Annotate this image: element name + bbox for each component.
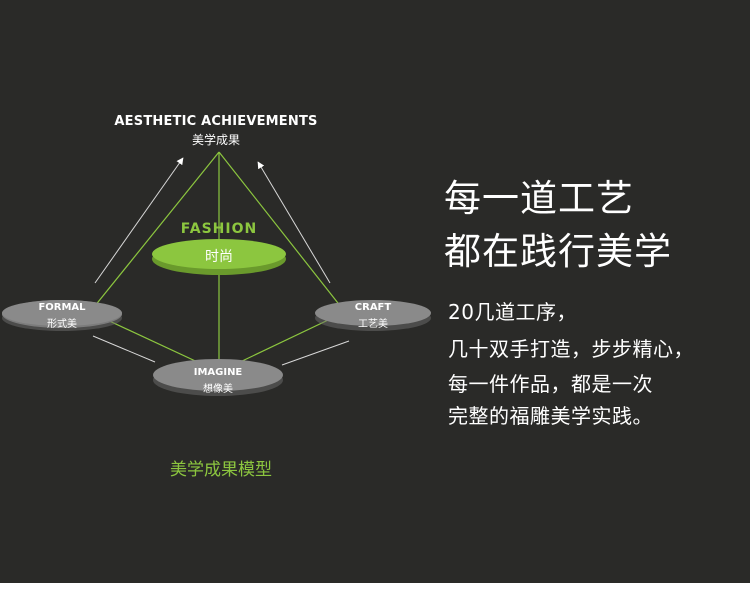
imagine-node <box>153 359 283 391</box>
imagine-label-en: IMAGINE <box>193 367 243 378</box>
body-line-1: 20几道工序， <box>448 300 577 324</box>
craft-label-en: CRAFT <box>354 302 392 313</box>
arrow-bottom-left <box>92 335 156 363</box>
body-line-4: 完整的福雕美学实践。 <box>448 404 653 428</box>
formal-node-top <box>2 300 122 326</box>
body-line-3: 每一件作品，都是一次 <box>448 372 653 396</box>
formal-label-zh: 形式美 <box>47 319 77 330</box>
fashion-node <box>152 239 286 269</box>
arrow-bottom-right <box>281 340 350 366</box>
arrow-right-up <box>257 161 331 284</box>
headline-line-1: 每一道工艺 <box>444 177 634 220</box>
headline-line-2: 都在践行美学 <box>444 230 672 273</box>
pyramid-edge-left <box>89 151 220 313</box>
fashion-label-en: FASHION <box>180 221 258 237</box>
imagine-label-zh: 想像美 <box>203 384 233 395</box>
craft-label-zh: 工艺美 <box>358 319 388 330</box>
arrow-left-up <box>94 157 184 284</box>
top-node-label-zh: 美学成果 <box>191 133 241 147</box>
top-node-label-en: AESTHETIC ACHIEVEMENTS <box>114 114 318 129</box>
formal-label-en: FORMAL <box>38 302 86 313</box>
pyramid-edge-right <box>218 151 346 313</box>
diagram-caption: 美学成果模型 <box>170 460 272 480</box>
fashion-label-zh: 时尚 <box>205 249 233 265</box>
body-line-2: 几十双手打造，步步精心， <box>448 337 694 361</box>
craft-node <box>315 300 431 326</box>
